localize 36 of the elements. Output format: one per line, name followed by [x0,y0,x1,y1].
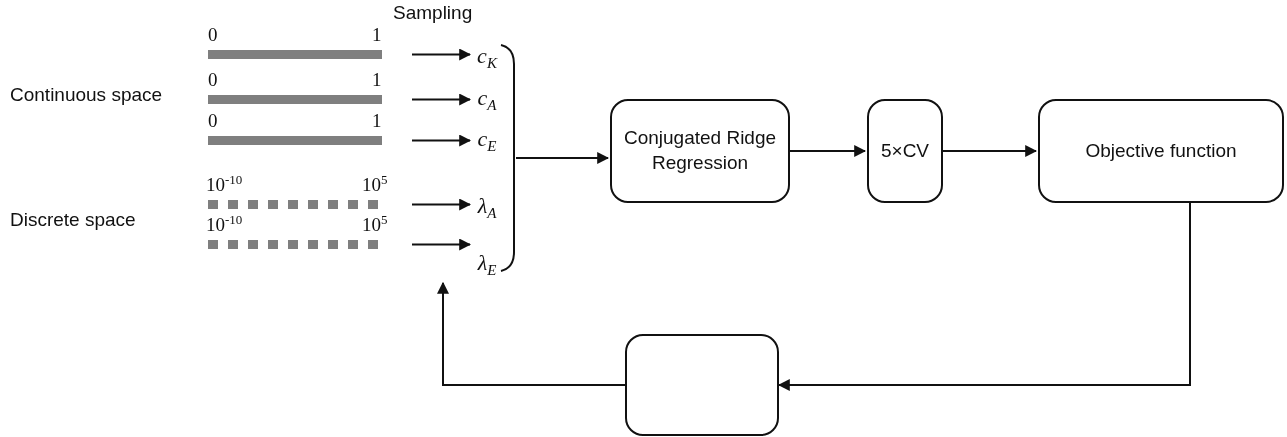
arrow [789,145,867,157]
scale-tick-label: 0 [208,24,218,46]
scale-tick-label: 10$^{-10}$ [206,174,243,196]
process-box: 5×CV [867,99,943,203]
text-label: Continuous space [10,84,163,106]
scale-tick-label: 0 [208,110,218,132]
scale-tick-label: 10$^{-10}$ [206,214,243,236]
arrow [411,238,472,251]
scale-tick-label: 1 [372,24,382,46]
scale-tick-label: 10$^{5}$ [362,174,388,196]
text-label: Sampling [393,2,473,24]
scale-tick-label: 10$^{5}$ [362,214,388,236]
parameter-symbol: λ$_{E}$ [472,249,502,279]
scale-bar [208,95,382,104]
parameter-symbol: c$_{A}$ [472,84,502,114]
process-box [625,334,779,436]
parameter-symbol: λ$_{A}$ [472,192,502,222]
scale-bar [208,50,382,59]
bracket [500,44,516,272]
parameter-symbol: c$_{E}$ [472,125,502,155]
arrow [411,93,472,106]
text-label: Discrete space [10,209,136,231]
arrow [515,152,610,164]
process-box: Objective function [1038,99,1284,203]
scale-tick-label: 1 [372,110,382,132]
parameter-symbol: c$_{K}$ [472,42,502,72]
scale-tick-label: 1 [372,69,382,91]
arrow [942,145,1038,157]
arrow [411,134,472,147]
arrow [411,48,472,61]
arrow [437,281,626,386]
scale-tick-label: 0 [208,69,218,91]
arrow [777,202,1191,391]
process-box: Conjugated Ridge Regression [610,99,790,203]
arrow [411,198,472,211]
scale-bar [208,136,382,145]
